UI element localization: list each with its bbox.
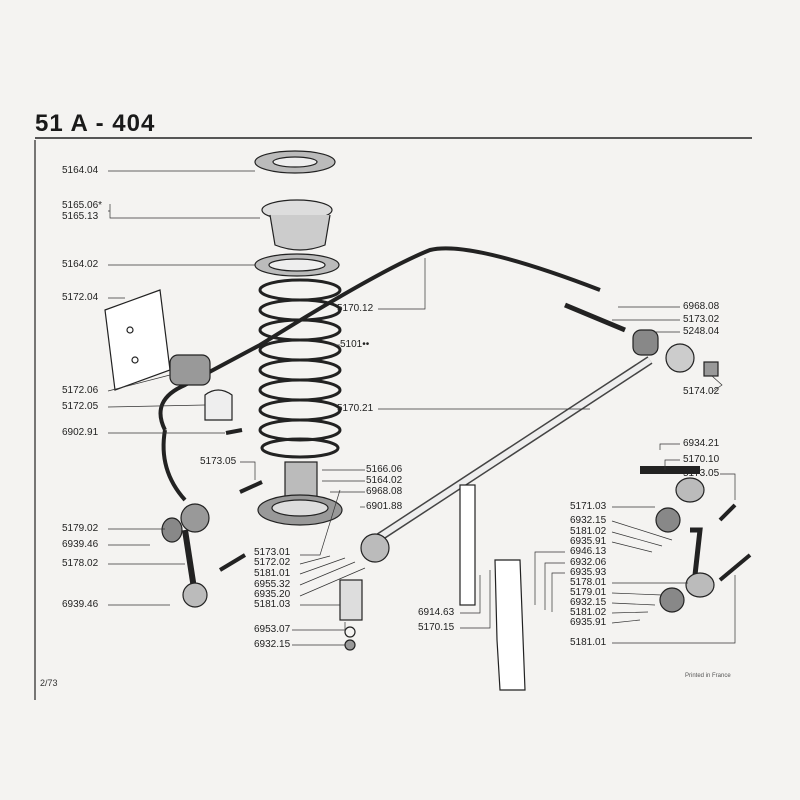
bar-bush (169, 354, 211, 386)
part-label: 5170.21 (337, 403, 374, 414)
part-label: 5172.06 (62, 385, 99, 396)
part-label: 6935.20 (254, 589, 291, 600)
part-label: 5178.02 (62, 558, 99, 569)
upper-seat (254, 150, 340, 277)
anti-roll-bar (158, 246, 601, 431)
part-label: 5181.01 (570, 637, 607, 648)
part-label: 5181.03 (254, 599, 291, 610)
part-label: 6901.88 (366, 501, 403, 512)
diagram-title: 51 A - 404 (35, 110, 156, 137)
part-label: 5172.02 (254, 557, 291, 568)
coil-spring (258, 278, 342, 459)
part-label: 6935.91 (570, 536, 607, 547)
part-label: 6953.07 (254, 624, 291, 635)
part-label: 5164.02 (366, 475, 403, 486)
part-label: 6932.15 (570, 597, 607, 608)
printed-in-note: Printed in France (685, 673, 731, 679)
part-label: 6935.91 (570, 617, 607, 628)
part-label: 5164.04 (62, 165, 99, 176)
part-label: 5172.04 (62, 292, 99, 303)
part-label: 6934.21 (683, 438, 720, 449)
part-label: 5178.01 (570, 577, 607, 588)
part-label: 5170.12 (337, 303, 374, 314)
part-label: 5173.05 (683, 468, 720, 479)
part-label: 6955.32 (254, 579, 291, 590)
part-label: 5165.06* (62, 200, 103, 211)
part-label: 5172.05 (62, 401, 99, 412)
part-label: 6968.08 (683, 301, 720, 312)
part-label: 6932.15 (570, 515, 607, 526)
part-label: 5171.03 (570, 501, 607, 512)
part-label: 6968.08 (366, 486, 403, 497)
rod-eye-right (665, 343, 695, 373)
part-label: 5170.15 (418, 622, 455, 633)
page-number: 2/73 (40, 678, 58, 688)
part-label: 5248.04 (683, 326, 720, 337)
part-label: 5173.01 (254, 547, 291, 558)
part-label: 6932.15 (254, 639, 291, 650)
part-label: 5170.10 (683, 454, 720, 465)
part-label: 5181.02 (570, 526, 607, 537)
part-label: 6935.93 (570, 567, 607, 578)
part-label: 6902.91 (62, 427, 99, 438)
part-label: 5173.05 (200, 456, 237, 467)
part-label: 5173.02 (683, 314, 720, 325)
part-label: 6939.46 (62, 599, 99, 610)
part-label: 6932.06 (570, 557, 607, 568)
part-label: 5181.02 (570, 607, 607, 618)
part-label: 6946.13 (570, 546, 607, 557)
part-label: 5165.13 (62, 211, 99, 222)
part-label: 6939.46 (62, 539, 99, 550)
part-label: 5101•• (340, 339, 370, 350)
part-label: 5181.01 (254, 568, 291, 579)
lower-seat (257, 461, 343, 526)
leader-lines (107, 170, 736, 646)
vertical-bracket (459, 484, 476, 606)
rod-eye-left (360, 533, 390, 563)
part-label: 5179.01 (570, 587, 607, 598)
part-label: 5164.02 (62, 259, 99, 270)
part-label: 5166.06 (366, 464, 403, 475)
part-label: 6914.63 (418, 607, 455, 618)
part-label: 5174.02 (683, 386, 720, 397)
bracket-plate (104, 289, 171, 391)
part-label: 5179.02 (62, 523, 99, 534)
